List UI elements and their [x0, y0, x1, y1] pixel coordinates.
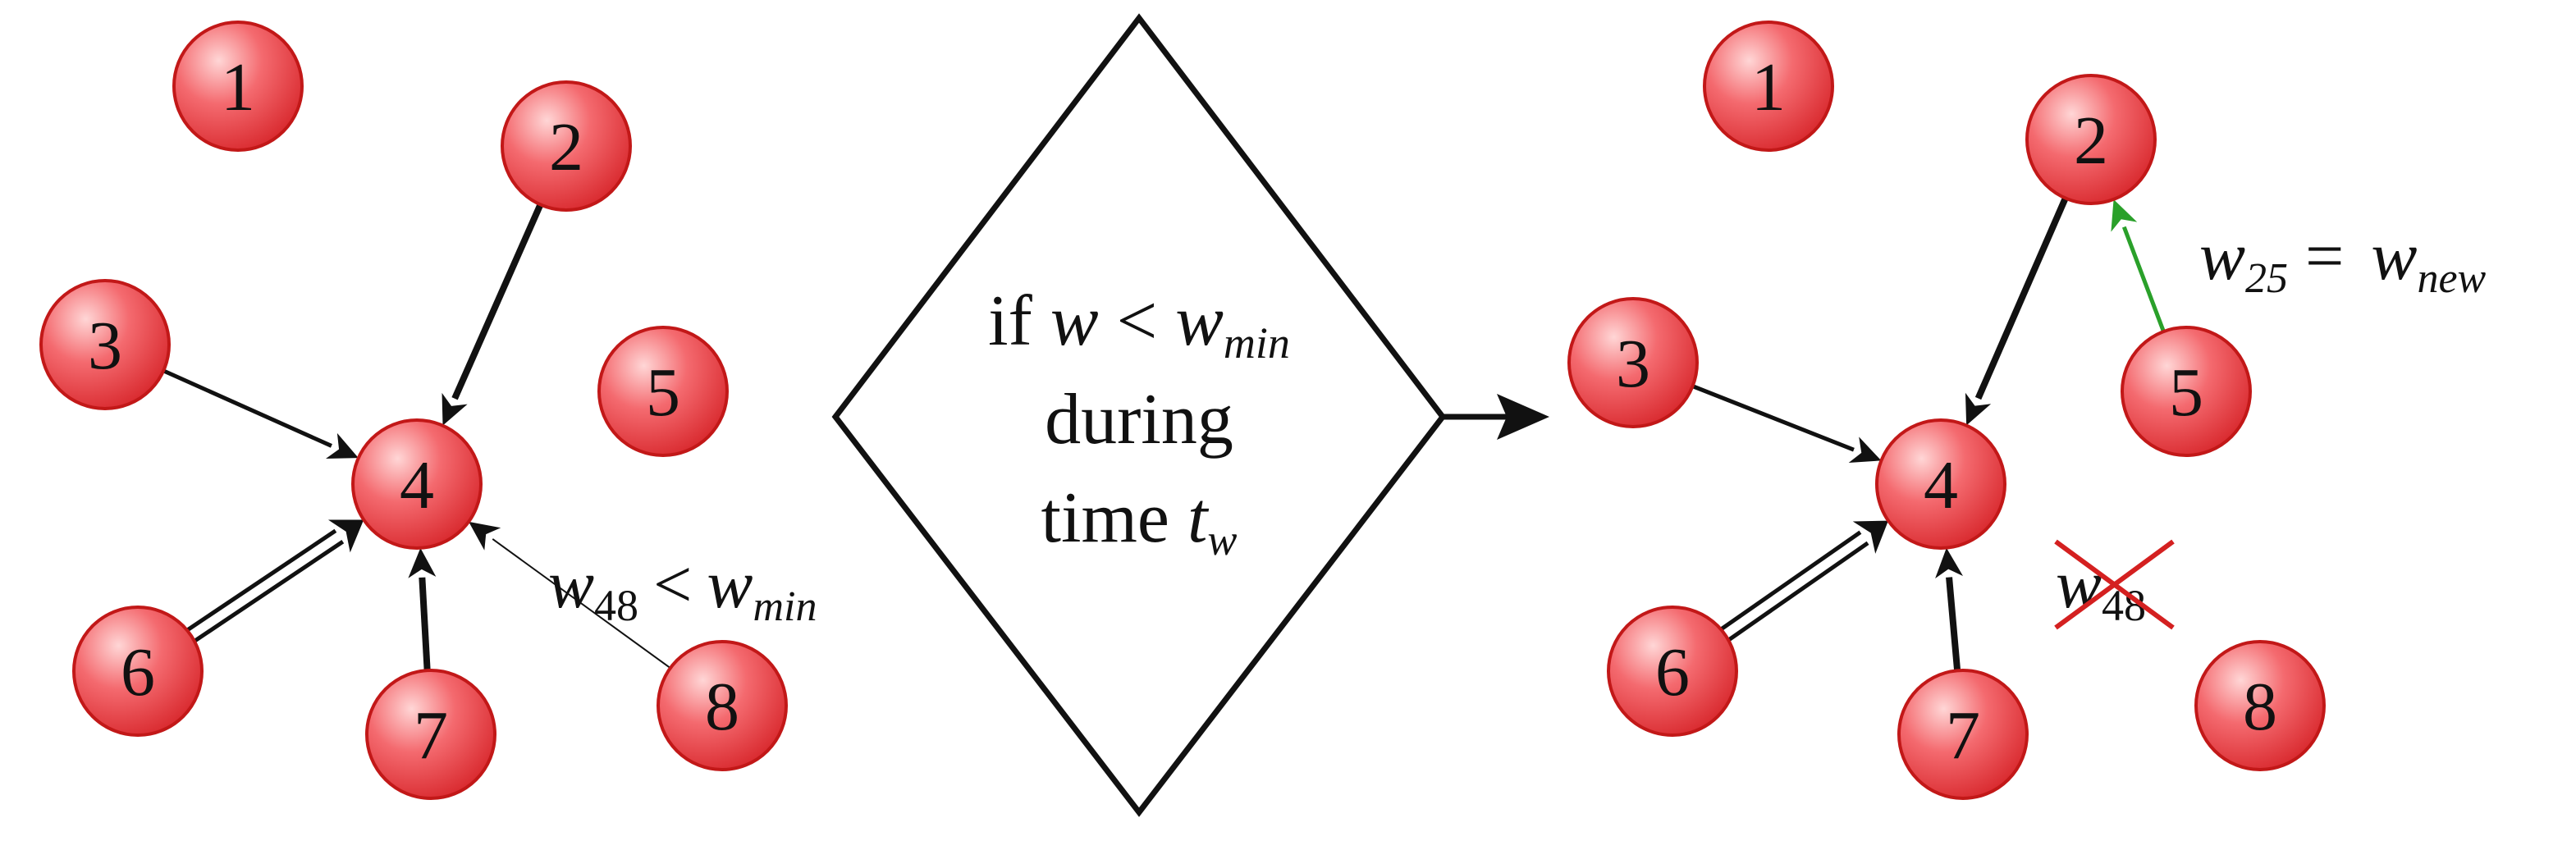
node-2: 2	[501, 80, 632, 212]
edge-arrowhead	[442, 392, 468, 426]
edge-line	[451, 203, 544, 400]
edge-line	[419, 577, 431, 671]
node-6: 6	[1607, 606, 1738, 737]
left-edges	[162, 203, 671, 671]
node-label: 5	[646, 354, 680, 431]
edge-arrowhead	[2111, 199, 2138, 232]
condition-line: if w < wmin	[988, 281, 1290, 368]
transition-arrow-head	[1497, 394, 1549, 440]
edge-arrowhead	[1848, 436, 1882, 463]
edge-line	[1974, 196, 2069, 400]
right-graph: 1 2 3 4 5 6 7 8 w25 = wnew w48	[1567, 21, 2487, 800]
node-label: 4	[1924, 447, 1958, 523]
node-4: 4	[1875, 418, 2006, 550]
edge-line	[1691, 384, 1855, 452]
diamond-shape	[831, 13, 1447, 817]
edge-m2-m4	[1965, 196, 2069, 426]
edge-line-1	[1727, 541, 1869, 642]
node-label: 1	[221, 49, 255, 126]
node-circle	[72, 606, 204, 737]
node-8: 8	[2194, 640, 2326, 771]
edge-line	[2121, 226, 2166, 332]
edge-n3-n4	[162, 368, 359, 459]
removed-edge-label: w48	[2054, 539, 2175, 630]
node-label: 8	[705, 669, 739, 745]
node-1: 1	[1703, 21, 1834, 152]
node-6: 6	[72, 606, 204, 737]
node-3: 3	[1567, 297, 1699, 428]
edge-arrowhead	[327, 519, 364, 553]
node-circle	[597, 326, 729, 457]
node-3: 3	[39, 279, 171, 410]
edge-m3-m4	[1691, 384, 1882, 463]
node-circle	[39, 279, 171, 410]
node-label: 6	[121, 634, 155, 711]
node-circle	[351, 418, 483, 550]
edge-line	[492, 538, 671, 669]
edge-line	[1946, 577, 1961, 671]
time-line: time tw	[1041, 478, 1238, 564]
node-label: 6	[1655, 634, 1690, 711]
edge-line-1	[193, 540, 345, 643]
left-nodes: 1 2 3 4 5 6 7 8	[39, 21, 788, 800]
node-label: 4	[400, 447, 434, 523]
node-circle	[2121, 326, 2252, 457]
decision-diamond: if w < wmin during time tw	[831, 13, 1549, 817]
node-label: 2	[549, 109, 583, 185]
node-4: 4	[351, 418, 483, 550]
node-7: 7	[365, 669, 496, 800]
edge-m5-m2	[2111, 199, 2166, 332]
node-circle	[1567, 297, 1699, 428]
node-label: 3	[1616, 326, 1650, 402]
edge-arrowhead	[408, 547, 437, 578]
node-label: 2	[2074, 103, 2108, 179]
removal-cross-stroke-2	[2054, 539, 2175, 630]
node-8: 8	[657, 640, 788, 771]
edge-arrowhead	[1965, 392, 1992, 426]
node-label: 3	[88, 308, 122, 384]
node-7: 7	[1897, 669, 2029, 800]
node-5: 5	[597, 326, 729, 457]
edge-m6-m4	[1719, 520, 1889, 642]
edge-n2-n4	[442, 203, 544, 426]
node-1: 1	[172, 21, 304, 152]
node-2: 2	[2025, 74, 2157, 205]
edge-n7-n4	[408, 547, 437, 671]
right-edges	[1691, 196, 2166, 671]
w48-less-than-wmin-label: w48<wmin	[548, 546, 817, 630]
w25-equals-wnew-label: w25 = wnew	[2199, 218, 2487, 302]
edge-m7-m4	[1935, 547, 1963, 671]
edge-line-0	[185, 528, 337, 632]
edge-line	[162, 368, 332, 448]
node-label: 1	[1751, 49, 1786, 126]
node-circle	[1607, 606, 1738, 737]
node-circle	[501, 80, 632, 212]
edge-n6-n4	[185, 519, 364, 643]
node-circle	[1703, 21, 1834, 152]
edge-arrowhead	[1935, 547, 1963, 579]
node-circle	[2025, 74, 2157, 205]
edge-arrowhead	[469, 521, 501, 551]
node-circle	[657, 640, 788, 771]
edge-arrowhead	[325, 432, 359, 459]
w48-removed-text: w48	[2056, 546, 2146, 630]
edge-n8-n4	[469, 521, 671, 669]
node-circle	[2194, 640, 2326, 771]
node-label: 7	[1946, 697, 1980, 774]
node-label: 8	[2243, 669, 2277, 745]
left-graph: 1 2 3 4 5 6 7 8 w48<wmin	[39, 21, 817, 800]
during-text: during	[1045, 380, 1233, 459]
node-circle	[365, 669, 496, 800]
node-circle	[172, 21, 304, 152]
node-5: 5	[2121, 326, 2252, 457]
edge-arrowhead	[1852, 520, 1889, 554]
edge-line-0	[1719, 530, 1862, 631]
right-nodes: 1 2 3 4 5 6 7 8	[1567, 21, 2326, 800]
node-label: 5	[2169, 354, 2203, 431]
node-label: 7	[414, 697, 448, 774]
node-circle	[1875, 418, 2006, 550]
node-circle	[1897, 669, 2029, 800]
